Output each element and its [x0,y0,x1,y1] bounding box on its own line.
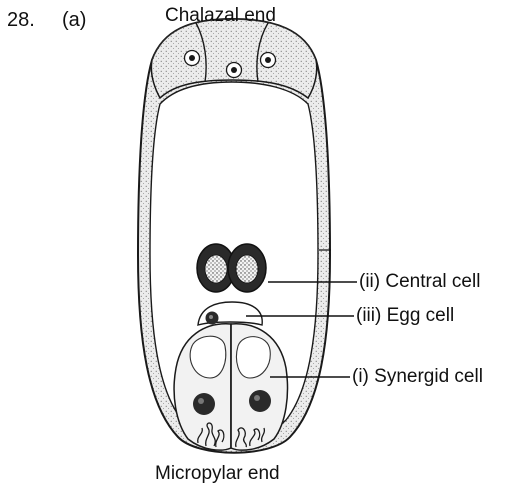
micropylar-end-label: Micropylar end [155,463,280,485]
egg-cell-label: (iii) Egg cell [356,305,454,327]
central-cell-label: (ii) Central cell [359,271,480,293]
question-part-label: (a) [62,9,86,31]
question-number: 28. [7,9,35,31]
chalazal-end-label: Chalazal end [165,5,276,27]
synergid-cell-label: (i) Synergid cell [352,366,483,388]
